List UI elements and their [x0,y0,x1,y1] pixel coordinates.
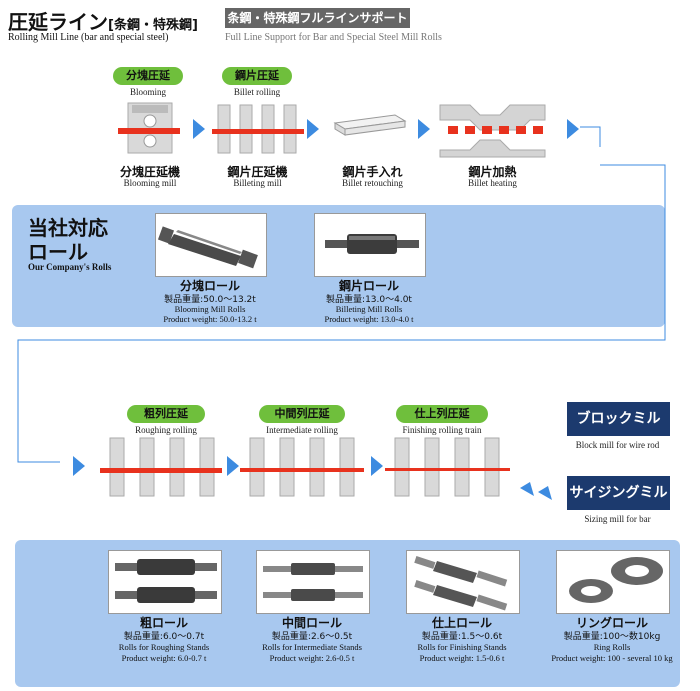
billet-heating-icon [439,104,546,158]
badge-roughing-sub: Roughing rolling [135,425,197,435]
arrow-6 [227,456,239,476]
finishing-roll-name: 仕上ロール [431,616,492,630]
blooming-mill-icon [118,102,180,154]
badge-blooming-sub: Blooming [129,87,166,97]
roughing-roll-en: Rolls for Roughing Stands [118,642,210,652]
arrow-7 [371,456,383,476]
step-billet-heating: 鋼片加熱 [468,165,517,179]
billeting-roll-en-weight: Product weight: 13.0-4.0 t [324,314,414,324]
billeting-mill-icon [212,104,304,154]
arrow-1 [193,119,205,139]
step-blooming-mill: 分塊圧延機 [119,165,180,179]
finishing-roll-en-weight: Product weight: 1.5-0.6 t [419,653,505,663]
finishing-roll-photo [406,550,520,614]
arrow-5 [73,456,85,476]
badge-blooming: 分塊圧延 [113,67,183,85]
badge-finishing: 仕上列圧延 [396,405,488,423]
finishing-roll-weight: 製品重量:1.5～0.6t [421,632,503,642]
finishing-roll-en: Rolls for Finishing Stands [417,642,507,652]
step-billeting-mill: 鋼片圧延機 [227,165,288,179]
stage2-graphics [100,437,552,500]
ring-roll-photo [556,550,670,614]
step-billet-heating-en: Billet heating [468,178,517,188]
block-mill-box: ブロックミル [567,402,670,436]
blooming-roll-name: 分塊ロール [179,279,240,293]
billet-retouching-icon [333,114,407,136]
roughing-roll-weight: 製品重量:6.0～0.7t [123,632,205,642]
roughing-roll-photo [108,550,222,614]
intermediate-roll-weight: 製品重量:2.6～0.5t [271,632,353,642]
badge-billet-sub: Billet rolling [233,87,281,97]
billeting-roll-photo [314,213,426,277]
blooming-roll-en: Blooming Mill Rolls [174,304,246,314]
ring-roll-name: リングロール [575,616,648,630]
step-billeting-mill-en: Billeting mill [233,178,282,188]
block-mill-en: Block mill for wire rod [575,440,660,450]
badge-intermediate-sub: Intermediate rolling [266,425,338,435]
billeting-roll-weight: 製品重量:13.0～4.0t [326,295,412,305]
blooming-roll-photo [155,213,267,277]
roughing-roll-en-weight: Product weight: 6.0-0.7 t [121,653,207,663]
fan-arrows-icon [520,482,552,500]
sizing-mill-en: Sizing mill for bar [584,514,651,524]
title-en: Rolling Mill Line (bar and special steel… [8,32,169,43]
billeting-roll-en: Billeting Mill Rolls [335,304,403,314]
page-title: 圧延ライン[条鋼・特殊鋼] [8,6,198,35]
step-billet-retouching: 鋼片手入れ [342,165,403,179]
roughing-mill-icon [100,437,222,497]
ring-roll-en-weight: Product weight: 100 - several 10 kg [551,653,673,663]
intermediate-mill-icon [240,437,364,497]
company-title-en: Our Company's Rolls [28,262,112,272]
badge-billet: 鋼片圧延 [222,67,292,85]
badge-intermediate: 中間列圧延 [259,405,345,423]
billeting-roll-name: 鋼片ロール [338,279,399,293]
company-title-2: ロール [28,240,88,264]
intermediate-roll-en-weight: Product weight: 2.6-0.5 t [269,653,355,663]
ring-roll-en: Ring Rolls [593,642,631,652]
badge-roughing: 粗列圧延 [127,405,205,423]
step-blooming-mill-en: Blooming mill [123,178,177,188]
intermediate-roll-photo [256,550,370,614]
blooming-roll-en-weight: Product weight: 50.0-13.2 t [163,314,257,324]
arrow-2 [307,119,319,139]
support-badge: 条鋼・特殊鋼フルラインサポート [225,8,410,28]
title-jp: 圧延ライン [8,10,108,34]
sizing-mill-box: サイジングミル [567,476,670,510]
arrow-3 [418,119,430,139]
blooming-roll-weight: 製品重量:50.0～13.2t [164,295,256,305]
stage1-graphics [118,102,601,158]
badge-finishing-sub: Finishing rolling train [402,425,482,435]
intermediate-roll-en: Rolls for Intermediate Stands [262,642,362,652]
finishing-mill-icon [385,437,510,497]
step-billet-retouching-en: Billet retouching [342,178,403,188]
roughing-roll-name: 粗ロール [139,616,188,630]
title-bracket: [条鋼・特殊鋼] [108,18,198,33]
arrow-4 [567,119,579,139]
ring-roll-weight: 製品重量:100～数10kg [563,632,661,642]
company-title-1: 当社対応 [28,216,108,240]
support-en: Full Line Support for Bar and Special St… [225,32,442,43]
intermediate-roll-name: 中間ロール [281,616,342,630]
